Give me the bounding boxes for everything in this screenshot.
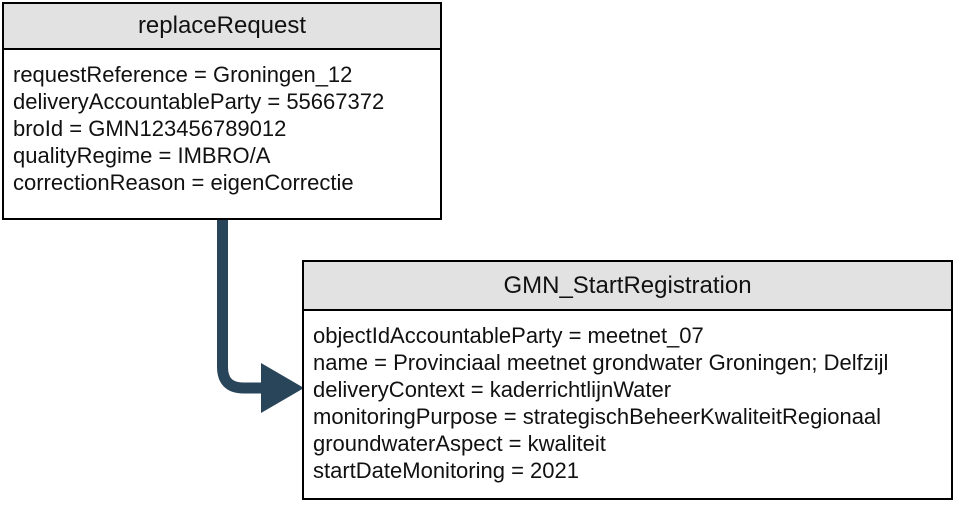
- attribute-quality-regime: qualityRegime = IMBRO/A: [13, 143, 271, 168]
- replace-request-box: replaceRequest requestReference = Gronin…: [2, 2, 442, 220]
- attribute-groundwater-aspect: groundwaterAspect = kwaliteit: [313, 431, 606, 456]
- replace-request-title: replaceRequest: [4, 4, 440, 50]
- attribute-delivery-accountable-party: deliveryAccountableParty = 55667372: [13, 89, 385, 114]
- attribute-correction-reason: correctionReason = eigenCorrectie: [13, 170, 354, 195]
- attribute-object-id-accountable-party: objectIdAccountableParty = meetnet_07: [313, 323, 704, 348]
- gmn-start-registration-attributes: objectIdAccountableParty = meetnet_07 na…: [304, 311, 951, 484]
- attribute-bro-id: broId = GMN123456789012: [13, 116, 287, 141]
- connector-arrowhead-icon: [261, 363, 304, 413]
- connector-arrow-line: [217, 220, 263, 394]
- attribute-request-reference: requestReference = Groningen_12: [13, 62, 353, 87]
- attribute-start-date-monitoring: startDateMonitoring = 2021: [313, 458, 579, 483]
- replace-request-attributes: requestReference = Groningen_12 delivery…: [4, 50, 440, 196]
- attribute-delivery-context: deliveryContext = kaderrichtlijnWater: [313, 377, 672, 402]
- attribute-name: name = Provinciaal meetnet grondwater Gr…: [313, 350, 889, 375]
- gmn-start-registration-title: GMN_StartRegistration: [304, 262, 951, 311]
- gmn-start-registration-box: GMN_StartRegistration objectIdAccountabl…: [302, 260, 953, 500]
- attribute-monitoring-purpose: monitoringPurpose = strategischBeheerKwa…: [313, 404, 882, 429]
